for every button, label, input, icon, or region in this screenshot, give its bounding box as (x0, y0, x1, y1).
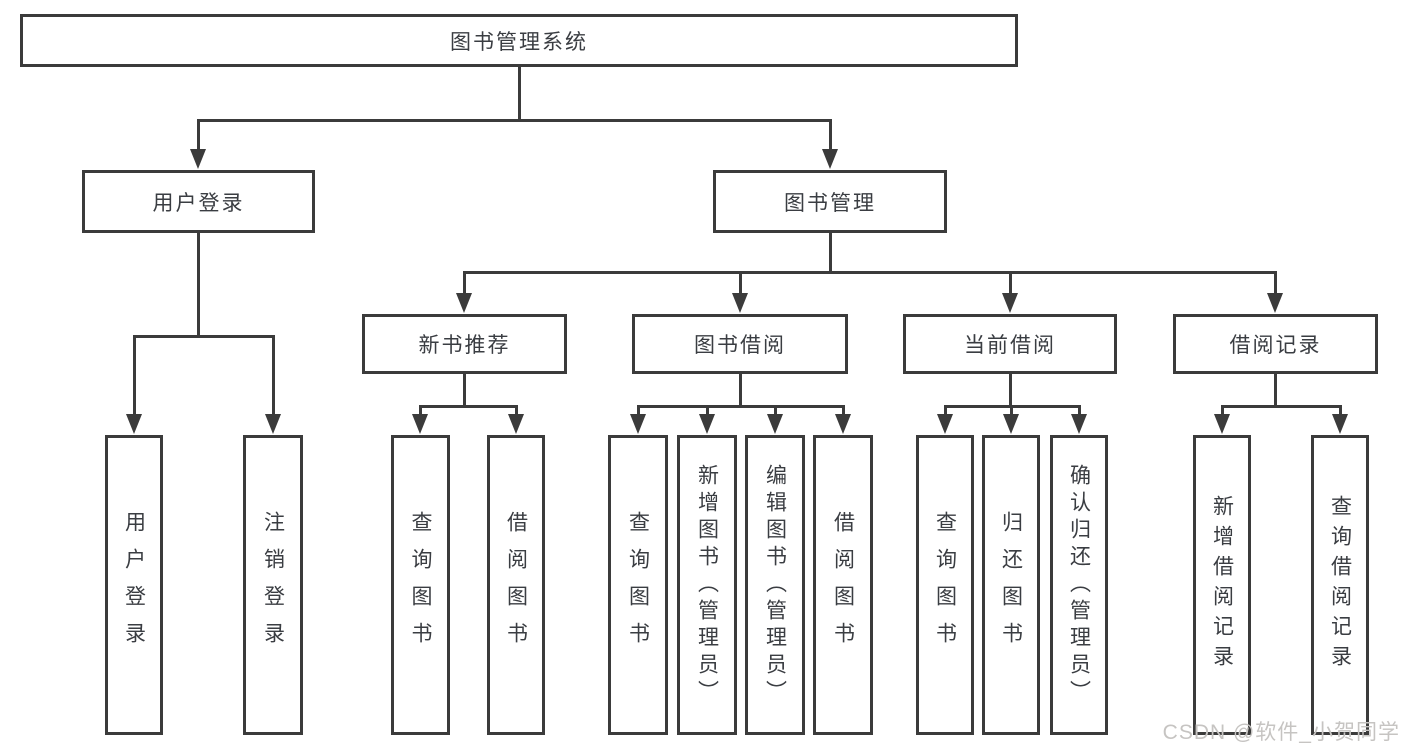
node-label: 用户登录 (152, 191, 245, 215)
node-label: 借阅图书 (504, 511, 528, 659)
leaf-query-books-2: 查询图书 (608, 435, 668, 735)
node-label: 图书管理系统 (450, 30, 588, 54)
node-book-management: 图书管理 (713, 170, 947, 233)
edge-root-branch-right (829, 119, 832, 151)
leaf-edit-books-admin: 编辑图书（管理员） (745, 435, 805, 735)
edge-userlogin-bus (133, 335, 275, 338)
edge-newbook-branch (515, 405, 518, 417)
edge-current-branch (944, 405, 947, 417)
edge-root-branch-left (197, 119, 200, 151)
edge-records-bus (1221, 405, 1342, 408)
node-label: 借阅记录 (1229, 334, 1322, 357)
edge-userlogin-stem (197, 233, 200, 336)
arrow-down-icon (412, 414, 428, 434)
arrow-down-icon (1267, 293, 1283, 313)
node-label: 新增借阅记录 (1210, 495, 1234, 675)
edge-bookmgmt-branch (739, 271, 742, 296)
edge-borrowing-branch (706, 405, 709, 417)
leaf-query-books-3: 查询图书 (916, 435, 974, 735)
edge-records-branch (1339, 405, 1342, 417)
leaf-borrow-books-1: 借阅图书 (487, 435, 545, 735)
node-label: 新增图书（管理员） (695, 463, 719, 707)
arrow-down-icon (265, 414, 281, 434)
node-new-book-recommendation: 新书推荐 (362, 314, 567, 374)
node-label: 图书借阅 (694, 334, 786, 357)
node-book-borrowing: 图书借阅 (632, 314, 848, 374)
leaf-add-borrow-record: 新增借阅记录 (1193, 435, 1251, 735)
edge-current-stem (1009, 374, 1012, 407)
leaf-add-books-admin: 新增图书（管理员） (677, 435, 737, 735)
node-borrowing-records: 借阅记录 (1173, 314, 1378, 374)
leaf-query-books-1: 查询图书 (391, 435, 450, 735)
arrow-down-icon (767, 414, 783, 434)
arrow-down-icon (1003, 414, 1019, 434)
node-label: 注销登录 (261, 511, 285, 659)
edge-borrowing-branch (637, 405, 640, 417)
arrow-down-icon (126, 414, 142, 434)
arrow-down-icon (937, 414, 953, 434)
leaf-logout: 注销登录 (243, 435, 303, 735)
leaf-user-login: 用户登录 (105, 435, 163, 735)
edge-root-bus (197, 119, 832, 122)
node-label: 查询借阅记录 (1328, 495, 1352, 675)
node-label: 查询图书 (409, 511, 432, 659)
node-label: 查询图书 (626, 511, 650, 659)
arrow-down-icon (1071, 414, 1087, 434)
node-label: 新书推荐 (418, 334, 511, 357)
node-label: 查询图书 (933, 511, 957, 659)
arrow-down-icon (1332, 414, 1348, 434)
edge-root-stem (518, 67, 521, 119)
arrow-down-icon (699, 414, 715, 434)
node-label: 确认归还（管理员） (1067, 463, 1091, 707)
edge-records-stem (1274, 374, 1277, 407)
leaf-return-books: 归还图书 (982, 435, 1040, 735)
edge-bookmgmt-branch (1009, 271, 1012, 296)
edge-current-branch (1078, 405, 1081, 417)
edge-borrowing-stem (739, 374, 742, 407)
arrow-down-icon (1214, 414, 1230, 434)
node-label: 借阅图书 (831, 511, 855, 659)
arrow-down-icon (822, 149, 838, 169)
edge-borrowing-branch (842, 405, 845, 417)
arrow-down-icon (630, 414, 646, 434)
leaf-query-borrow-record: 查询借阅记录 (1311, 435, 1369, 735)
leaf-confirm-return-admin: 确认归还（管理员） (1050, 435, 1108, 735)
edge-userlogin-branch (133, 335, 136, 416)
edge-bookmgmt-bus (463, 271, 1277, 274)
edge-records-branch (1221, 405, 1224, 417)
edge-bookmgmt-branch (463, 271, 466, 296)
edge-current-branch (1010, 405, 1013, 417)
node-label: 图书管理 (784, 191, 876, 215)
arrow-down-icon (190, 149, 206, 169)
edge-newbook-branch (419, 405, 422, 417)
node-book-management-system: 图书管理系统 (20, 14, 1018, 67)
arrow-down-icon (732, 293, 748, 313)
arrow-down-icon (508, 414, 524, 434)
node-label: 用户登录 (122, 511, 146, 659)
node-label: 编辑图书（管理员） (763, 463, 787, 707)
node-user-login-branch: 用户登录 (82, 170, 315, 233)
csdn-watermark: CSDN @软件_小贺同学 (1162, 721, 1400, 744)
leaf-borrow-books-2: 借阅图书 (813, 435, 873, 735)
edge-borrowing-bus (637, 405, 845, 408)
arrow-down-icon (456, 293, 472, 313)
edge-borrowing-branch (774, 405, 777, 417)
node-label: 当前借阅 (964, 334, 1056, 357)
node-current-borrowing: 当前借阅 (903, 314, 1117, 374)
edge-newbook-stem (463, 374, 466, 407)
edge-bookmgmt-branch (1274, 271, 1277, 296)
node-label: 归还图书 (999, 511, 1023, 659)
edge-bookmgmt-stem (829, 233, 832, 273)
edge-userlogin-branch (272, 335, 275, 416)
edge-newbook-bus (419, 405, 518, 408)
arrow-down-icon (835, 414, 851, 434)
arrow-down-icon (1002, 293, 1018, 313)
